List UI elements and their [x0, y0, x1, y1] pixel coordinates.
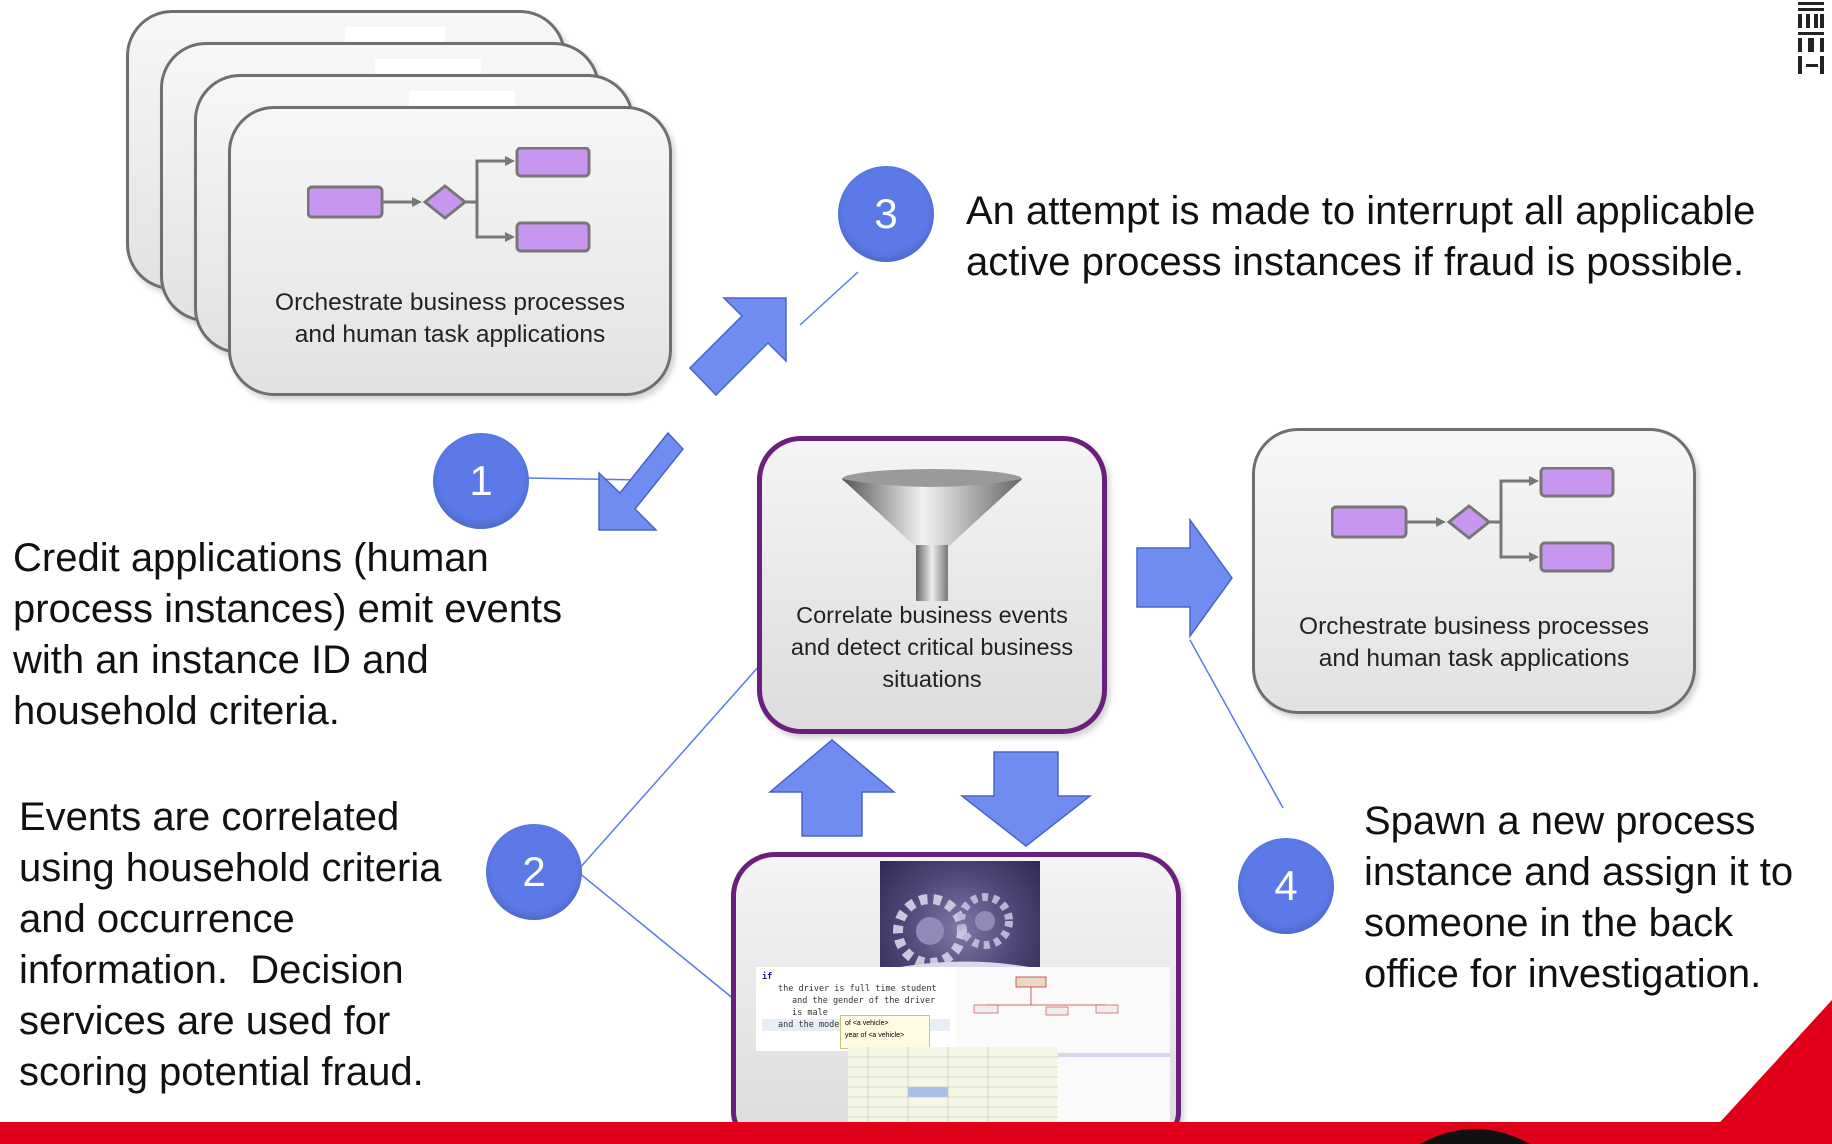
popup-item-2: year of <a vehicle> [845, 1032, 905, 1039]
arrow-up-to-correlate [767, 739, 897, 837]
step-4-line: instance and assign it to [1364, 850, 1794, 894]
step-2-line: Events are correlated [19, 795, 400, 839]
connector-line-2b [577, 871, 736, 1001]
footer-accent-bar [0, 1122, 1832, 1144]
popup-item-1: of <a vehicle> [845, 1020, 889, 1027]
step-2-line: services are used for [19, 999, 391, 1043]
step-1-badge: 1 [433, 433, 529, 529]
correlate-caption-line3: situations [882, 666, 982, 692]
step-1-line: household criteria. [13, 689, 340, 733]
connector-line-2a [577, 664, 761, 871]
step-1-line: Credit applications (human [13, 536, 489, 580]
connector-line-3 [799, 271, 859, 326]
autocomplete-popup: of <a vehicle> year of <a vehicle> [840, 1015, 930, 1049]
correlate-caption-line1: Correlate business events [796, 602, 1068, 628]
rule-line-1: if [762, 972, 773, 982]
process-flow-icon [1331, 467, 1615, 573]
step-3-line: An attempt is made to interrupt all appl… [966, 189, 1756, 233]
step-3-text: An attempt is made to interrupt all appl… [966, 186, 1755, 288]
step-3-line: active process instances if fraud is pos… [966, 240, 1745, 284]
step-4-line: Spawn a new process [1364, 799, 1756, 843]
correlate-caption-line2: and detect critical business [790, 634, 1074, 660]
arrow-into-correlate [598, 431, 684, 531]
step-4-text: Spawn a new process instance and assign … [1364, 796, 1793, 1000]
connector-line-4 [1189, 639, 1284, 809]
spawn-card-caption-line1: Orchestrate business processes [1299, 613, 1649, 640]
step-4-line: someone in the back [1364, 901, 1734, 945]
stacked-card-caption-line1: Orchestrate business processes [275, 289, 625, 316]
step-2-line: using household criteria [19, 846, 442, 890]
stacked-card-caption-line2: and human task applications [294, 321, 606, 348]
spawn-card-caption-line2: and human task applications [1318, 645, 1630, 672]
step-1-line: process instances) emit events [13, 587, 563, 631]
step-4-badge: 4 [1238, 838, 1334, 934]
decision-services-card: if the driver is full time student and t… [731, 852, 1181, 1143]
spawn-process-card: Orchestrate business processes and human… [1252, 428, 1696, 714]
rule-line-2: the driver is full time student [778, 984, 937, 994]
stacked-card-front: Orchestrate business processes and human… [228, 106, 672, 396]
funnel-icon [842, 469, 1022, 601]
step-4-line: office for investigation. [1364, 952, 1762, 996]
rule-line-3: and the gender of the driver is male [792, 996, 936, 1018]
step-1-line: with an instance ID and [13, 638, 429, 682]
footer-logo-arc [1420, 1129, 1530, 1144]
corner-accent [1700, 1000, 1832, 1144]
step-2-text: Events are correlated using household cr… [19, 792, 441, 1098]
step-2-badge: 2 [486, 824, 582, 920]
connector-line-1 [526, 477, 641, 481]
arrow-spawn-right [1136, 517, 1233, 639]
correlate-events-card: Correlate business events and detect cri… [757, 436, 1107, 734]
step-3-badge: 3 [838, 166, 934, 262]
ibm-logo-icon [1798, 2, 1824, 74]
arrow-out-to-processes [688, 297, 787, 397]
step-1-text: Credit applications (human process insta… [13, 533, 562, 737]
process-flow-icon [307, 147, 591, 253]
step-2-line: scoring potential fraud. [19, 1050, 424, 1094]
step-2-line: information. Decision [19, 948, 404, 992]
step-2-line: and occurrence [19, 897, 295, 941]
arrow-down-to-decisions [959, 751, 1093, 847]
